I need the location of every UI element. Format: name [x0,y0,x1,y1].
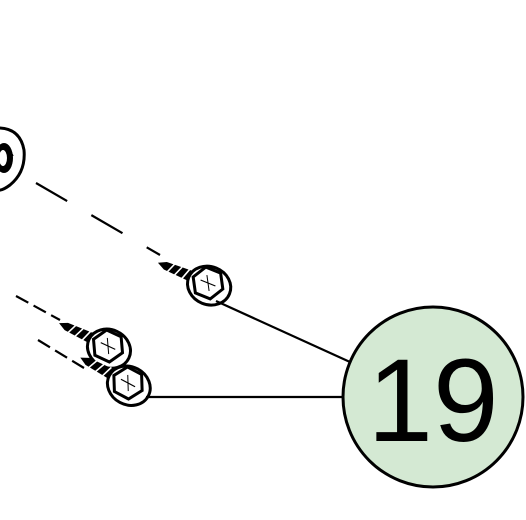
leader-line-upper [215,299,351,364]
callout-circle [341,305,525,489]
callout-number: 19 [367,335,498,467]
alignment-lines [15,182,161,369]
hex-flange-bolt-icon [154,256,239,313]
leader-lines [146,299,351,399]
housing-fragment [0,126,26,192]
alignment-line-upper [35,182,161,256]
alignment-line-lower [37,339,85,369]
alignment-line-middle [15,295,61,321]
callout-balloon: 19 [341,305,525,489]
